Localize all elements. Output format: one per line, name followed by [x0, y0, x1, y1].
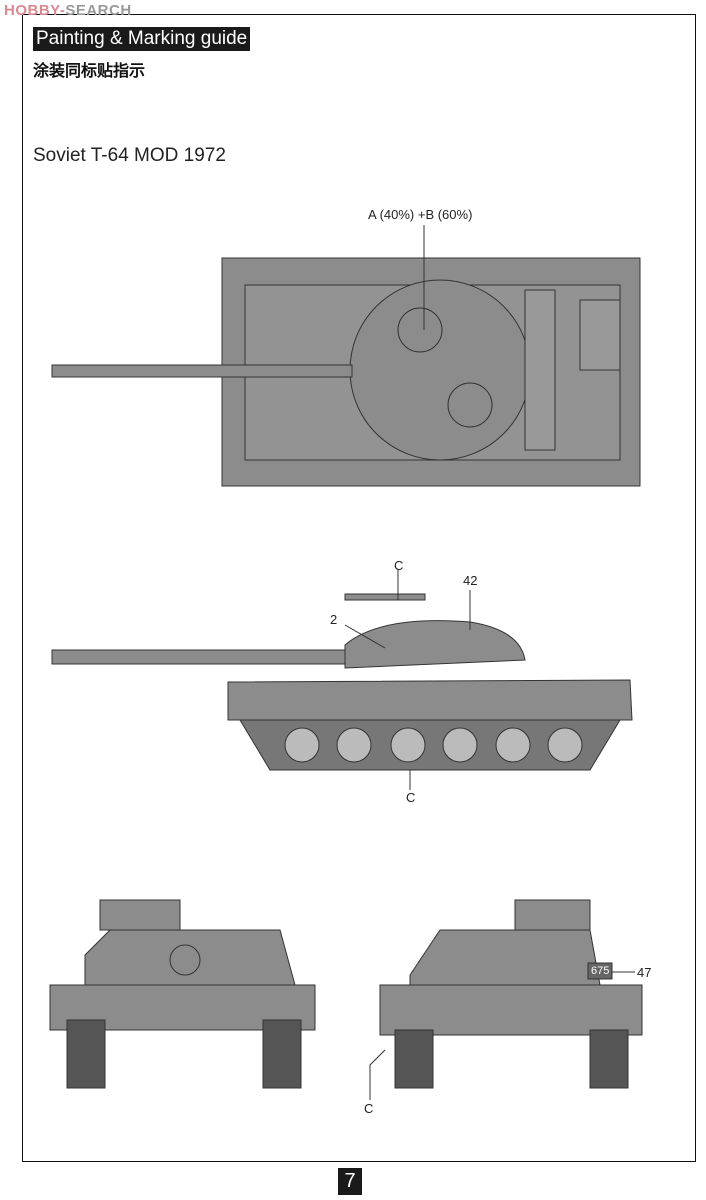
callout-turret-c: C	[394, 558, 404, 573]
rear-view	[369, 899, 643, 1100]
model-name: Soviet T-64 MOD 1972	[33, 145, 226, 166]
top-view	[51, 225, 641, 487]
page-frame	[22, 14, 696, 1162]
rear-number-decal: 675	[591, 965, 610, 977]
front-view	[49, 899, 316, 1089]
callout-47: 47	[637, 965, 652, 980]
callout-rear-c: C	[364, 1101, 374, 1116]
callout-42: 42	[463, 573, 478, 588]
watermark-logo: HOBBY-SEARCH	[4, 2, 132, 19]
hull-number-decal: 675	[458, 662, 480, 677]
page-title: Painting & Marking guide	[33, 27, 251, 51]
page-number: 7	[338, 1168, 362, 1195]
page-subtitle-cn: 涂装同标贴指示	[33, 63, 146, 80]
side-view	[51, 570, 633, 790]
top-view-paint-callout: A (40%) +B (60%)	[368, 207, 473, 222]
callout-2: 2	[330, 612, 338, 627]
callout-track-c: C	[406, 790, 416, 805]
